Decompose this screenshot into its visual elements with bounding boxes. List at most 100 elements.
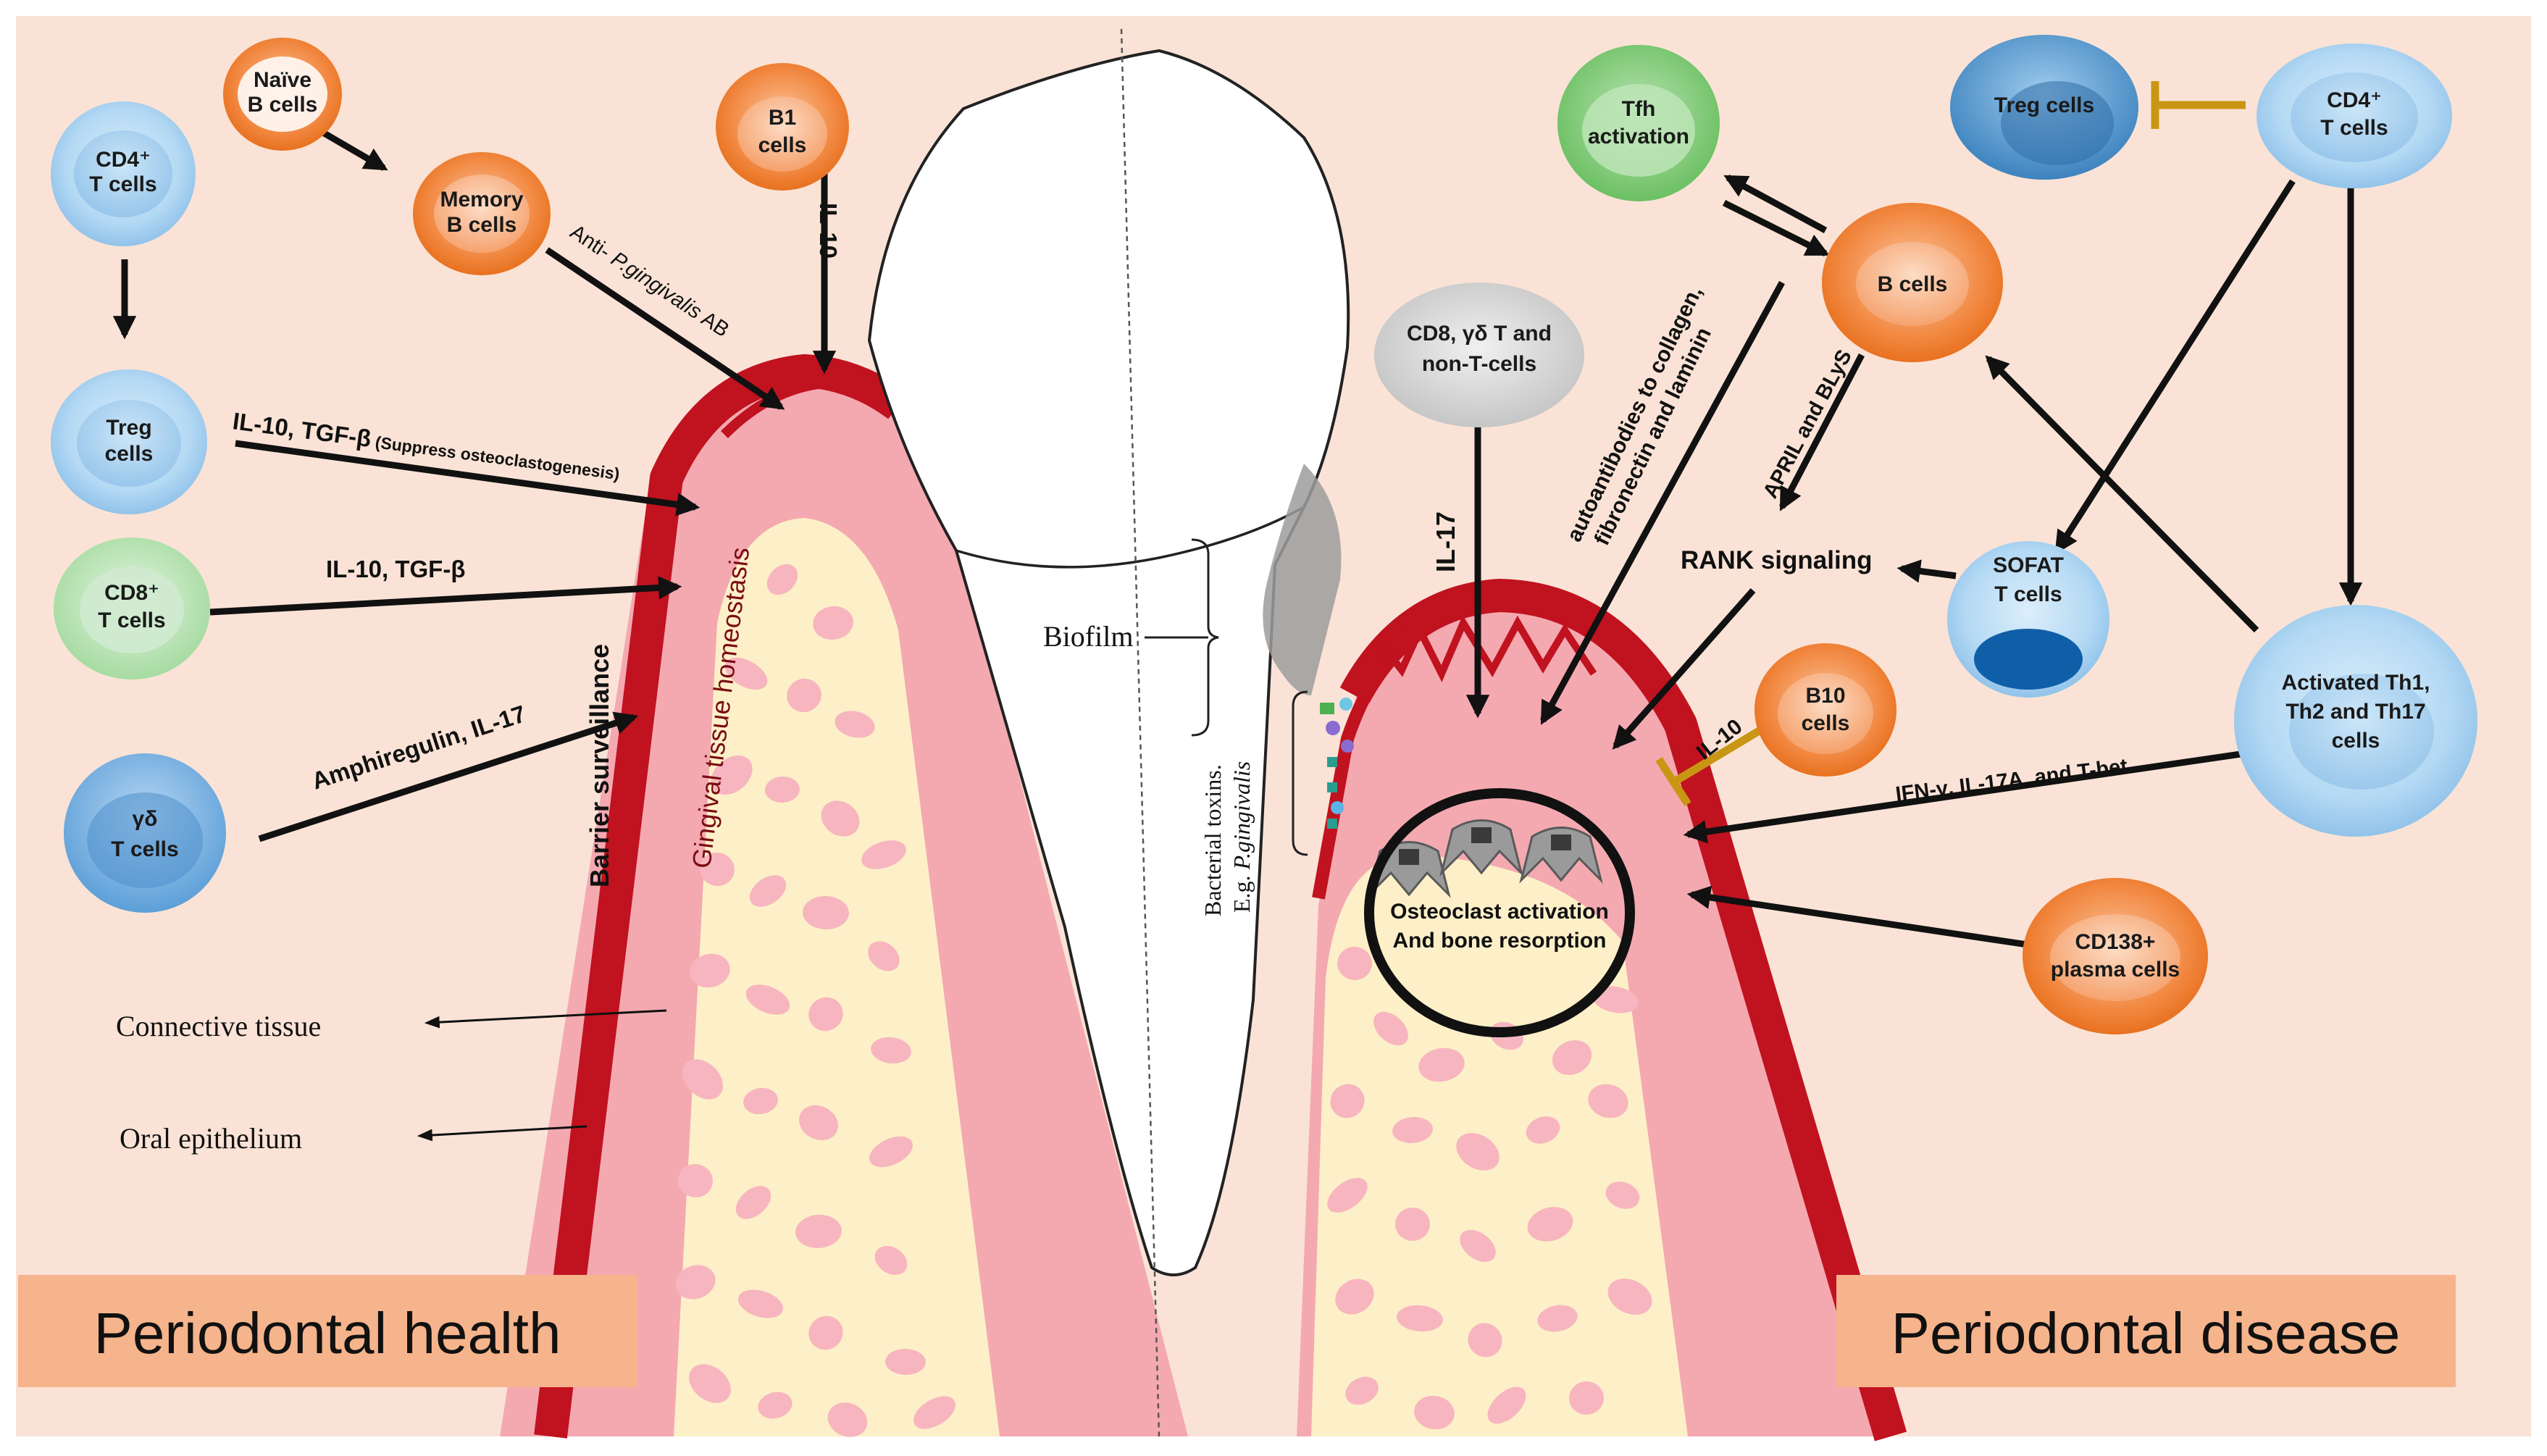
cell-label: B10 xyxy=(1805,684,1845,708)
cell-label: B cells xyxy=(447,213,517,237)
bone-trabecula xyxy=(913,1396,955,1429)
cell-label: Th2 and Th17 xyxy=(2285,700,2425,724)
biofilm-deposit xyxy=(1263,464,1342,695)
bone-trabecula xyxy=(885,1348,926,1376)
cell-label: cells xyxy=(105,442,154,466)
arrow-tfh-to-b xyxy=(1722,199,1830,257)
cell-label: cells xyxy=(758,133,807,157)
bone-trabeculae xyxy=(675,564,1652,1437)
cell-label: CD8⁺ xyxy=(104,581,159,605)
cell-label: Treg cells xyxy=(1994,93,2094,117)
bone-trabecula xyxy=(1337,946,1372,981)
cd8-gd-non-t-cells: CD8, γδ T and non-T-cells xyxy=(1374,283,1584,427)
osteoclast-label-2: And bone resorption xyxy=(1393,929,1607,953)
cell-label: Naïve xyxy=(254,68,311,92)
cell-label: B cells xyxy=(1878,272,1948,296)
gd-t-cell: γδ T cells xyxy=(64,753,226,913)
osteoclast-nucleus xyxy=(1551,834,1571,850)
b-cell: B cells xyxy=(1822,203,2003,362)
health-title: Periodontal health xyxy=(94,1301,561,1365)
arrow-april xyxy=(1779,353,1865,511)
bone-trabecula xyxy=(799,1105,838,1141)
bone-trabecula xyxy=(765,776,800,803)
cd138-plasma-cell: CD138+ plasma cells xyxy=(2023,878,2208,1034)
bone-trabecula xyxy=(1397,1305,1443,1332)
bone-trabecula xyxy=(1392,1116,1433,1144)
cell-label: SOFAT xyxy=(1993,553,2064,577)
bone-trabecula xyxy=(1569,1381,1604,1415)
bone-trabecula xyxy=(868,941,900,971)
bacterium xyxy=(1331,801,1344,814)
bone-trabecula xyxy=(737,1289,784,1318)
cell-label: Treg xyxy=(106,416,151,440)
tfh-cell: Tfh activation xyxy=(1557,45,1720,201)
arrow-treg-to-gum xyxy=(235,440,700,516)
il17-label: IL-17 xyxy=(1431,511,1460,572)
bone-trabecula xyxy=(1345,1376,1379,1405)
arrows xyxy=(112,117,2363,949)
bone-trabecula xyxy=(1395,1208,1430,1241)
bone-trabecula xyxy=(1456,1133,1500,1171)
il10-tgf-cd8-label: IL-10, TGF-β xyxy=(326,556,465,582)
arrow-cd138-to-osteo xyxy=(1686,885,2033,949)
sofat-t-cell: SOFAT T cells xyxy=(1947,541,2109,698)
cell-label: T cells xyxy=(89,172,156,196)
health-title-box xyxy=(18,1275,637,1387)
bone-trabecula xyxy=(1468,1323,1502,1357)
bone-trabecula xyxy=(861,840,906,869)
bone-trabecula xyxy=(1588,1084,1628,1118)
osteoclast-nucleus xyxy=(1471,827,1492,843)
osteoclast-zone: Osteoclast activation And bone resorptio… xyxy=(1364,788,1635,1037)
toxins-label-2: E.g. P.gingivalis xyxy=(1229,761,1255,913)
arrow-b-to-tfh xyxy=(1723,175,1828,233)
bone-trabecula xyxy=(871,1037,911,1064)
bone-trabecula xyxy=(1527,1207,1573,1242)
bone-trabecula xyxy=(835,711,875,738)
toxins-label-1: Bacterial toxins. xyxy=(1200,764,1226,916)
arrow-th-to-b xyxy=(1985,355,2259,633)
cell-label: T cells xyxy=(2320,116,2388,140)
bone-trabecula xyxy=(690,953,730,988)
panel-titles: Periodontal health Periodontal disease xyxy=(18,1275,2456,1387)
pointer-oral-epithelium xyxy=(417,1125,587,1142)
cell-label: activation xyxy=(1588,125,1689,148)
tooth xyxy=(867,28,1350,1437)
disease-title-box xyxy=(1836,1275,2456,1387)
osteoclast-label-1: Osteoclast activation xyxy=(1390,900,1609,924)
bone-trabecula xyxy=(735,1186,771,1219)
bacterium xyxy=(1320,703,1334,714)
bacteria xyxy=(1320,698,1354,829)
arrow-gd-to-gum xyxy=(258,711,639,842)
arrow-sofat-to-rank xyxy=(1896,559,1957,583)
bone-trabecula xyxy=(711,755,753,795)
bone-trabecula xyxy=(795,1214,842,1249)
bacterium xyxy=(1326,721,1340,735)
cell-label: γδ xyxy=(133,807,158,831)
arrow-autoab xyxy=(1540,280,1785,725)
naive-b-cell: Naïve B cells xyxy=(223,38,342,151)
bone-trabecula xyxy=(803,895,849,930)
bacterium xyxy=(1327,757,1337,767)
bone-trabecula xyxy=(821,800,860,837)
bone-trabecula xyxy=(1607,1279,1652,1315)
cell-label: Activated Th1, xyxy=(2281,671,2430,695)
b10-cell: B10 cells xyxy=(1755,643,1896,777)
cd8-t-cell-left: CD8⁺ T cells xyxy=(54,537,210,679)
arrow-memory-to-gum xyxy=(545,247,785,410)
osteoclast xyxy=(1439,819,1523,876)
bone-trabecula xyxy=(1552,1039,1592,1076)
bone-trabecula xyxy=(1592,986,1639,1013)
cell-label: CD138+ xyxy=(2075,930,2156,954)
pointer-connective xyxy=(424,1009,667,1029)
bone-trabecula xyxy=(813,606,853,640)
cd4-t-cell-left: CD4⁺ T cells xyxy=(51,101,196,246)
bone-trabecula xyxy=(1418,1047,1465,1082)
arrow-rank-to-osteo xyxy=(1612,588,1756,750)
cell-label: cells xyxy=(1802,711,1850,735)
osteoclast xyxy=(1519,827,1603,884)
bone-trabecula xyxy=(724,657,768,690)
bone-trabecula xyxy=(1526,1116,1560,1144)
osteoclast-nucleus xyxy=(1399,849,1419,865)
osteoclast-ring xyxy=(1364,788,1635,1037)
